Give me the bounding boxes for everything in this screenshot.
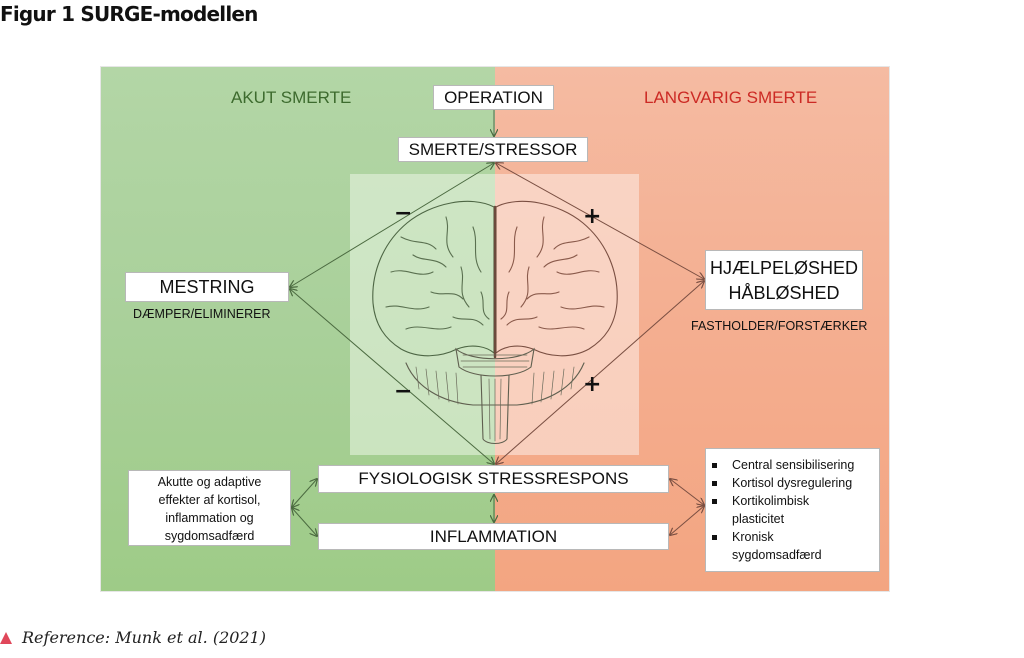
brain-backdrop-right bbox=[495, 174, 639, 455]
surge-model-diagram: AKUT SMERTE LANGVARIG SMERTE OPERATION S… bbox=[100, 66, 890, 592]
acute-effects-line: sygdomsadfærd bbox=[164, 529, 255, 543]
acute-effects-box: Akutte og adaptive effekter af kortisol,… bbox=[128, 470, 291, 546]
bullet-icon bbox=[712, 535, 717, 540]
operation-box: OPERATION bbox=[433, 85, 554, 110]
minus-sign-upper: − bbox=[394, 201, 413, 226]
inflammation-box: INFLAMMATION bbox=[318, 523, 669, 550]
fysiologisk-stressrespons-box: FYSIOLOGISK STRESSRESPONS bbox=[318, 465, 669, 493]
brain-backdrop-left bbox=[350, 174, 495, 455]
acute-effects-line: Akutte og adaptive bbox=[157, 475, 262, 489]
bullet-icon bbox=[712, 499, 717, 504]
list-item-text: sygdomsadfærd bbox=[732, 548, 822, 562]
list-item-text: plasticitet bbox=[732, 512, 785, 526]
list-item: Kortisol dysregulering bbox=[712, 474, 875, 492]
plus-sign-upper: + bbox=[583, 204, 602, 229]
mestring-caption: DÆMPER/ELIMINERER bbox=[133, 307, 271, 321]
acute-effects-line: inflammation og bbox=[165, 511, 254, 525]
bullet-icon bbox=[712, 481, 717, 486]
reference-text: Reference: Munk et al. (2021) bbox=[22, 628, 267, 647]
list-item: Kortikolimbisk plasticitet bbox=[712, 492, 875, 528]
acute-effects-line: effekter af kortisol, bbox=[158, 493, 261, 507]
chronic-pain-heading: LANGVARIG SMERTE bbox=[644, 88, 818, 107]
chronic-effects-list: Central sensibilisering Kortisol dysregu… bbox=[712, 456, 875, 564]
list-item-text: Kortikolimbisk bbox=[732, 494, 810, 508]
stressor-box: SMERTE/STRESSOR bbox=[398, 137, 588, 162]
mestring-box: MESTRING bbox=[125, 272, 289, 302]
hjaelpeloshed-caption: FASTHOLDER/FORSTÆRKER bbox=[691, 319, 868, 333]
minus-sign-lower: − bbox=[394, 379, 413, 404]
plus-sign-lower: + bbox=[583, 372, 602, 397]
triangle-icon bbox=[0, 632, 12, 644]
list-item: Kronisk sygdomsadfærd bbox=[712, 528, 875, 564]
acute-pain-heading: AKUT SMERTE bbox=[231, 88, 352, 107]
hjaelpeloshed-box: HJÆLPELØSHED HÅBLØSHED bbox=[705, 250, 863, 310]
reference-footer: Reference: Munk et al. (2021) bbox=[0, 628, 266, 647]
list-item-text: Kortisol dysregulering bbox=[732, 476, 853, 490]
hjaelpeloshed-line-2: HÅBLØSHED bbox=[728, 283, 840, 303]
list-item-text: Central sensibilisering bbox=[732, 458, 855, 472]
list-item: Central sensibilisering bbox=[712, 456, 875, 474]
hjaelpeloshed-line-1: HJÆLPELØSHED bbox=[709, 258, 859, 278]
bullet-icon bbox=[712, 463, 717, 468]
chronic-effects-box: Central sensibilisering Kortisol dysregu… bbox=[705, 448, 880, 572]
list-item-text: Kronisk bbox=[732, 530, 774, 544]
figure-title: Figur 1 SURGE-modellen bbox=[0, 2, 258, 26]
